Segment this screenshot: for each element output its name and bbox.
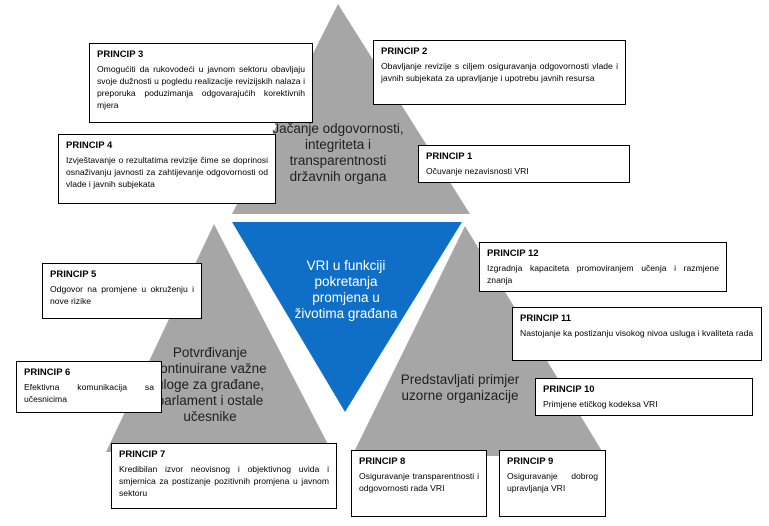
principle-8-title: PRINCIP 8 — [359, 456, 406, 467]
principle-3-title: PRINCIP 3 — [97, 49, 144, 60]
top-gray-triangle — [232, 4, 470, 214]
principle-7-text: Kredibilan izvor neovisnog i objektivnog… — [119, 464, 329, 498]
principle-11-text: Nastojanje ka postizanju visokog nivoa u… — [520, 328, 754, 338]
principle-9-box: PRINCIP 9 Osiguravanje dobrog upravljanj… — [499, 450, 606, 517]
right-triangle-label: Predstavljati primjer uzorne organizacij… — [400, 372, 520, 403]
principle-5-text: Odgovor na promjene u okruženju i nove r… — [50, 284, 194, 306]
principle-10-box: PRINCIP 10 Primjene etičkog kodeksa VRI — [535, 378, 753, 416]
top-triangle-label: Jačanje odgovornosti, integriteta i tran… — [272, 121, 404, 184]
principle-11-box: PRINCIP 11 Nastojanje ka postizanju viso… — [512, 307, 762, 361]
principle-7-box: PRINCIP 7 Kredibilan izvor neovisnog i o… — [111, 443, 337, 509]
principle-4-title: PRINCIP 4 — [66, 140, 113, 151]
principle-12-box: PRINCIP 12 Izgradnja kapaciteta promovir… — [479, 242, 727, 292]
principle-1-text: Očuvanje nezavisnosti VRI — [426, 166, 529, 176]
principle-2-box: PRINCIP 2 Obavljanje revizije s ciljem o… — [373, 40, 626, 105]
principle-5-box: PRINCIP 5 Odgovor na promjene u okruženj… — [42, 263, 202, 319]
principle-10-text: Primjene etičkog kodeksa VRI — [543, 399, 658, 409]
principle-6-text: Efektivna komunikacija sa učesnicima — [24, 382, 154, 404]
principle-4-box: PRINCIP 4 Izvještavanje o rezultatima re… — [58, 134, 276, 204]
principle-6-title: PRINCIP 6 — [24, 367, 71, 378]
principle-2-text: Obavljanje revizije s ciljem osiguravanj… — [381, 61, 618, 83]
principle-1-title: PRINCIP 1 — [426, 151, 473, 162]
principle-2-title: PRINCIP 2 — [381, 46, 428, 57]
principle-7-title: PRINCIP 7 — [119, 449, 166, 460]
principle-10-title: PRINCIP 10 — [543, 384, 595, 395]
center-triangle-label: VRI u funkciji pokretanja promjena u živ… — [294, 258, 398, 321]
principle-3-box: PRINCIP 3 Omogućiti da rukovodeći u javn… — [89, 43, 313, 123]
left-gray-triangle — [106, 224, 332, 452]
principle-6-box: PRINCIP 6 Efektivna komunikacija sa učes… — [16, 361, 162, 413]
principle-8-box: PRINCIP 8 Osiguravanje transparentnosti … — [351, 450, 487, 517]
principle-3-text: Omogućiti da rukovodeći u javnom sektoru… — [97, 64, 305, 110]
principle-8-text: Osiguravanje transparentnosti i odgovorn… — [359, 471, 479, 493]
center-blue-triangle — [232, 222, 462, 412]
principle-9-text: Osiguravanje dobrog upravljanja VRI — [507, 471, 598, 493]
principle-11-title: PRINCIP 11 — [520, 313, 572, 324]
principle-12-title: PRINCIP 12 — [487, 248, 539, 259]
principle-5-title: PRINCIP 5 — [50, 269, 97, 280]
left-triangle-label: Potvrđivanje kontinuirane važne uloge za… — [153, 345, 267, 424]
principle-12-text: Izgradnja kapaciteta promoviranjem učenj… — [487, 263, 719, 285]
principle-9-title: PRINCIP 9 — [507, 456, 554, 467]
principle-4-text: Izvještavanje o rezultatima revizije čim… — [66, 155, 268, 189]
principle-1-box: PRINCIP 1 Očuvanje nezavisnosti VRI — [418, 145, 630, 183]
